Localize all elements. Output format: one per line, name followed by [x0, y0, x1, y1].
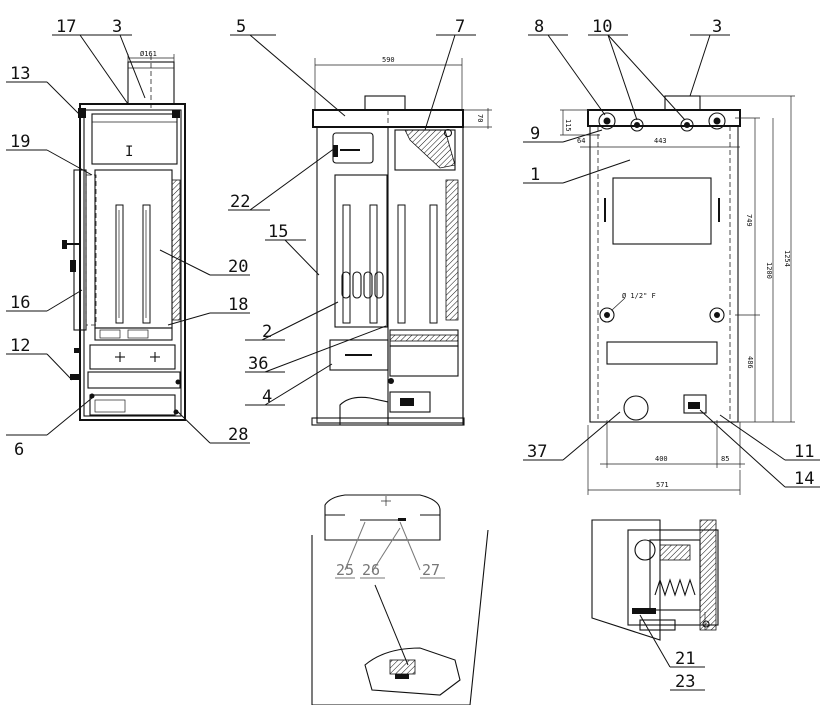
callout-20: 20 — [228, 257, 248, 277]
callout-4: 4 — [262, 387, 272, 407]
rear-outlet — [623, 395, 649, 421]
grate-bars — [341, 271, 384, 299]
callout-23: 23 — [675, 672, 695, 692]
dim-1200: 1200 — [765, 262, 773, 279]
baffle-hatch — [404, 129, 456, 169]
callout-1: 1 — [530, 165, 540, 185]
firebox-front — [334, 174, 388, 328]
callout-10: 10 — [592, 17, 612, 37]
detail-box — [627, 529, 719, 626]
detail-top-view — [311, 494, 489, 705]
callout-22: 22 — [230, 192, 250, 212]
callout-6: 6 — [14, 440, 24, 460]
middle-flue — [364, 95, 406, 111]
dim-85: 85 — [721, 455, 729, 463]
callout-7: 7 — [455, 17, 465, 37]
callout-5: 5 — [236, 17, 246, 37]
callout-37: 37 — [527, 442, 547, 462]
dim-top-offset: 70 — [476, 114, 484, 122]
callout-26: 26 — [362, 561, 380, 579]
callout-13: 13 — [10, 64, 30, 84]
rear-casing — [589, 125, 739, 423]
hole-label: Ø 1/2" F — [622, 292, 656, 300]
top-chamber — [91, 113, 178, 165]
callout-2: 2 — [262, 322, 272, 342]
callout-17: 17 — [56, 17, 76, 37]
rear-plate — [612, 177, 712, 245]
dim-115: 115 — [564, 119, 572, 132]
callout-15: 15 — [268, 222, 288, 242]
callout-3-left: 3 — [112, 17, 122, 37]
callout-25: 25 — [336, 561, 354, 579]
dim-flue-diameter: Ø161 — [140, 50, 157, 58]
callout-16: 16 — [10, 293, 30, 313]
dim-64: 64 — [577, 137, 585, 145]
insulation-hatch — [171, 179, 181, 321]
callout-14: 14 — [794, 469, 814, 489]
callout-27: 27 — [422, 561, 440, 579]
dim-1254: 1254 — [783, 250, 791, 267]
dim-571: 571 — [656, 481, 669, 489]
callout-36: 36 — [248, 354, 268, 374]
callout-leaders — [6, 34, 820, 691]
handle-plate — [332, 132, 374, 164]
dim-width-590: 590 — [382, 56, 395, 64]
firebox — [94, 169, 173, 329]
callout-12: 12 — [10, 336, 30, 356]
dim-486: 486 — [746, 356, 754, 369]
ash-pan — [89, 344, 176, 370]
left-section-view: Ø161 I — [62, 50, 186, 421]
callout-9: 9 — [530, 124, 540, 144]
dim-443: 443 — [654, 137, 667, 145]
roman-one-mark: I — [125, 144, 133, 160]
callout-21: 21 — [675, 649, 695, 669]
right-rear-view: Ø 1/2" F 115 64 443 749 1200 1254 486 — [560, 95, 795, 495]
callout-19: 19 — [10, 132, 30, 152]
detail-part — [364, 647, 461, 696]
dim-749: 749 — [745, 214, 753, 227]
detail-side-view — [591, 519, 719, 641]
callout-3-right: 3 — [712, 17, 722, 37]
callout-8: 8 — [534, 17, 544, 37]
callout-numbers: 17 3 13 19 16 12 6 20 18 28 5 7 22 15 2 … — [10, 17, 814, 692]
callout-28: 28 — [228, 425, 248, 445]
callout-11: 11 — [794, 442, 814, 462]
dim-400: 400 — [655, 455, 668, 463]
callout-18: 18 — [228, 295, 248, 315]
detail-cover — [324, 494, 441, 541]
